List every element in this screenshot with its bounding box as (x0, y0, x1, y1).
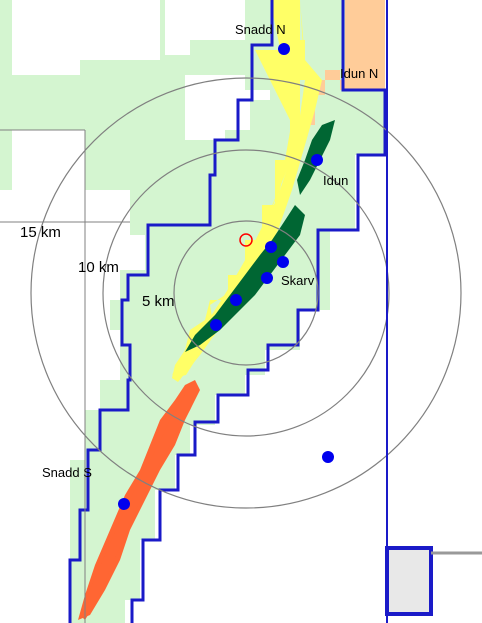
well-marker-icon (311, 154, 323, 166)
well-marker-icon (118, 498, 130, 510)
label-snadd-s: Snadd S (42, 465, 92, 480)
well-marker-icon (261, 272, 273, 284)
block-boundary (130, 0, 387, 623)
range-ring-15km (30, 77, 462, 509)
label-snadd-n: Snadd N (235, 22, 286, 37)
well-marker-icon (210, 319, 222, 331)
wells (118, 43, 334, 510)
well-marker-icon (265, 241, 277, 253)
well-marker-icon (230, 294, 242, 306)
peach-zone (305, 0, 385, 125)
unlicensed-areas (0, 0, 385, 623)
range-label-15km: 15 km (20, 224, 61, 241)
well-marker-icon (278, 43, 290, 55)
well-marker-icon (277, 256, 289, 268)
well-marker-icon (322, 451, 334, 463)
grid-lines (0, 129, 130, 623)
range-label-5km: 5 km (142, 293, 175, 310)
range-label-10km: 10 km (78, 259, 119, 276)
label-idun-n: Idun N (340, 66, 378, 81)
range-ring-5km (173, 220, 319, 366)
label-skarv: Skarv (281, 273, 315, 288)
overview-inset (385, 546, 482, 616)
label-idun: Idun (323, 173, 348, 188)
range-ring-10km (102, 149, 390, 437)
green-zone-main (185, 205, 305, 352)
range-rings (30, 77, 462, 509)
center-circle-icon (239, 233, 253, 247)
